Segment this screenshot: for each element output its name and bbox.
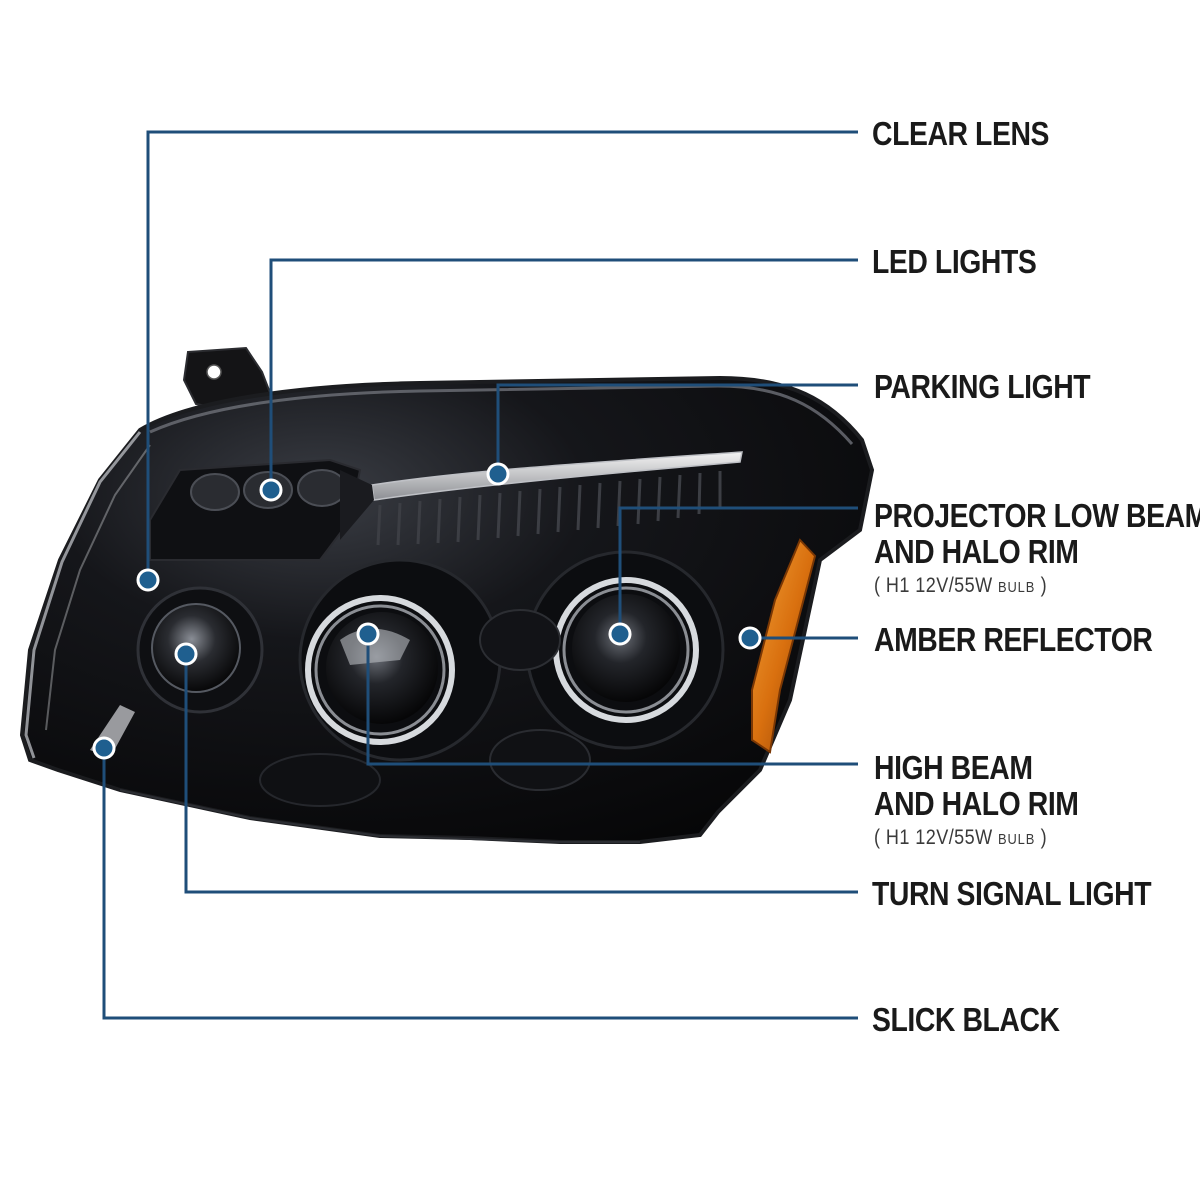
parking-light-bar: [371, 451, 743, 501]
label-projector-low-beam-bulb: ( H1 12V/55W BULB ): [874, 574, 1048, 597]
label-high-beam-line1: HIGH BEAM: [874, 749, 1033, 786]
label-high-beam-bulb: ( H1 12V/55W BULB ): [874, 826, 1048, 849]
callout-line-parking-light: [496, 383, 858, 474]
label-slick-black: SLICK BLACK: [872, 1001, 1060, 1038]
circle-dot-icon: [356, 622, 380, 646]
callout-line-clear-lens: [146, 130, 858, 580]
label-projector-low-beam-line1: PROJECTOR LOW BEAM: [874, 497, 1200, 534]
label-clear-lens: CLEAR LENS: [872, 115, 1050, 152]
circle-dot-icon: [136, 568, 160, 592]
parking-light-fins: [376, 471, 722, 546]
turn-signal-lens: [151, 603, 241, 693]
callout-line-turn-signal: [184, 654, 858, 894]
circle-dot-icon: [486, 462, 510, 486]
mounting-hole: [206, 364, 222, 380]
circle-dot-icon: [174, 642, 198, 666]
low-beam-lens: [572, 594, 680, 702]
label-high-beam-line2: AND HALO RIM: [874, 785, 1079, 822]
label-projector-low-beam-line2: AND HALO RIM: [874, 533, 1079, 570]
callout-line-led-lights: [269, 258, 858, 490]
housing-top-trim: [149, 384, 854, 445]
label-turn-signal-light: TURN SIGNAL LIGHT: [872, 875, 1152, 912]
high-beam-halo: [305, 595, 455, 745]
callout-line-slick-black: [102, 748, 858, 1020]
label-amber-reflector: AMBER REFLECTOR: [874, 621, 1153, 658]
led-cluster: [190, 469, 347, 511]
circle-dot-icon: [92, 736, 116, 760]
clear-lens-edge: [24, 431, 142, 759]
circle-dot-icon: [259, 478, 283, 502]
callout-line-projector-low-beam: [618, 506, 858, 634]
circle-dot-icon: [738, 626, 762, 650]
label-led-lights: LED LIGHTS: [872, 243, 1037, 280]
callout-line-high-beam: [366, 634, 858, 766]
circle-dot-icon: [608, 622, 632, 646]
label-parking-light: PARKING LIGHT: [874, 368, 1091, 405]
amber-reflector: [751, 538, 817, 754]
